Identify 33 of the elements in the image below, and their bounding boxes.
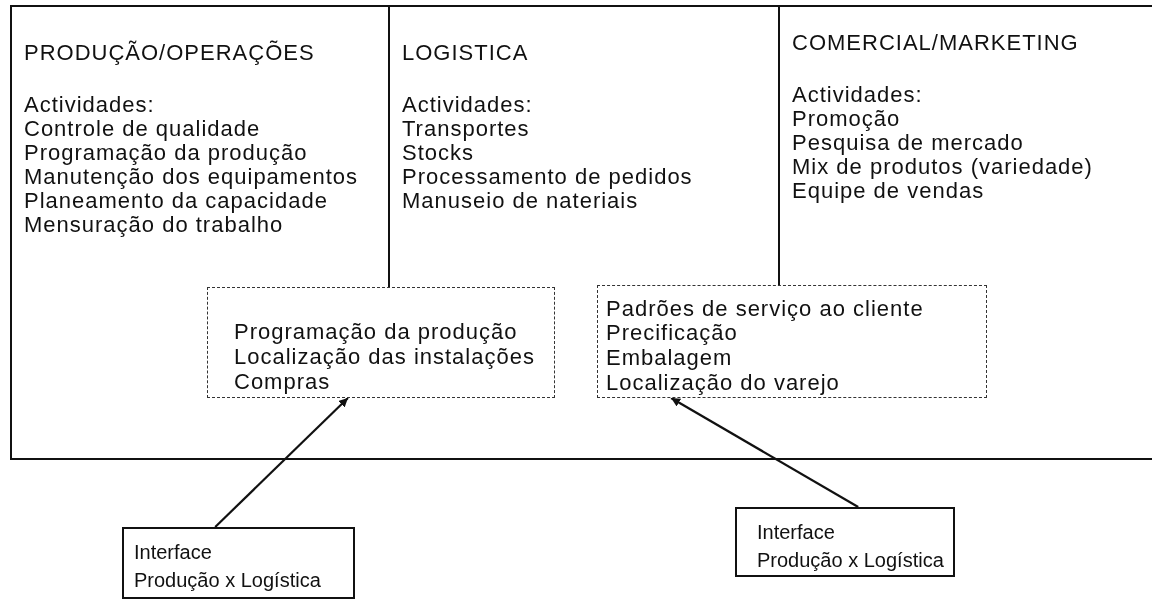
list-item: Padrões de serviço ao cliente <box>606 297 924 321</box>
arrow <box>214 397 349 528</box>
activity-item: Transportes <box>402 117 530 141</box>
section-label: Actividades: <box>402 93 533 117</box>
list-item: Localização das instalações <box>234 345 535 369</box>
box-title: Interface <box>134 540 212 564</box>
activity-item: Mix de produtos (variedade) <box>792 155 1093 179</box>
list-item: Localização do varejo <box>606 371 840 395</box>
activity-item: Processamento de pedidos <box>402 165 693 189</box>
list-item: Programação da produção <box>234 320 518 344</box>
column-heading: COMERCIAL/MARKETING <box>792 31 1079 55</box>
list-item: Embalagem <box>606 346 733 370</box>
activity-item: Programação da produção <box>24 141 308 165</box>
activity-item: Stocks <box>402 141 475 165</box>
activity-item: Manutenção dos equipamentos <box>24 165 358 189</box>
column-heading: LOGISTICA <box>402 41 529 65</box>
list-item: Precificação <box>606 321 738 345</box>
activity-item: Equipe de vendas <box>792 179 985 203</box>
activity-item: Mensuração do trabalho <box>24 213 284 237</box>
column-heading: PRODUÇÃO/OPERAÇÕES <box>24 41 315 65</box>
activity-item: Promoção <box>792 107 901 131</box>
box-title: Interface <box>757 520 835 544</box>
box-subtitle: Produção x Logística <box>134 568 321 592</box>
arrow <box>670 397 859 508</box>
activity-item: Manuseio de nateriais <box>402 189 639 213</box>
activity-item: Planeamento da capacidade <box>24 189 328 213</box>
frame-box <box>10 5 1152 460</box>
section-label: Actividades: <box>24 93 155 117</box>
activity-item: Controle de qualidade <box>24 117 261 141</box>
activity-item: Pesquisa de mercado <box>792 131 1024 155</box>
box-subtitle: Produção x Logística <box>757 548 944 572</box>
section-label: Actividades: <box>792 83 923 107</box>
list-item: Compras <box>234 370 331 394</box>
